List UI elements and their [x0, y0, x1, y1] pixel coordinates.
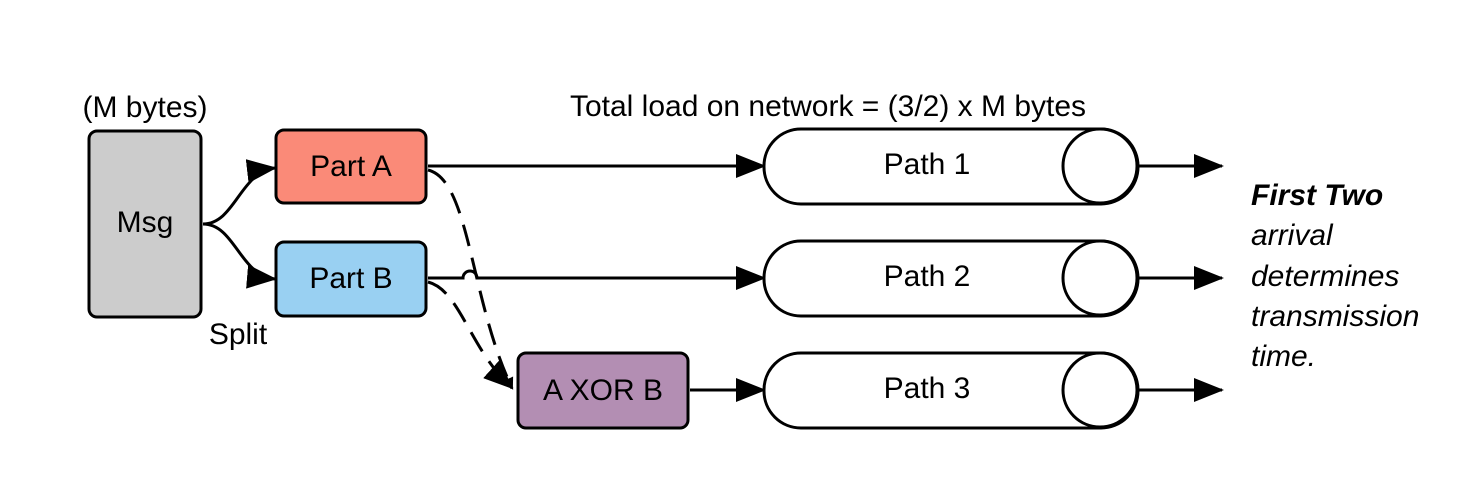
part-a-label: Part A [310, 150, 392, 183]
path-1-label: Path 1 [884, 148, 971, 181]
note-line-4: transmission [1251, 300, 1419, 333]
path-2-pipe-end [1061, 239, 1139, 317]
split-arrow-a [202, 159, 277, 226]
msg-node [87, 129, 203, 319]
split-label: Split [209, 318, 268, 351]
note-line-2: arrival [1251, 219, 1334, 252]
path-3-label: Path 3 [884, 372, 971, 405]
split-arrow-b [202, 222, 277, 289]
note-line-3: determines [1251, 260, 1399, 293]
dashed-arrow-b-to-xor [427, 280, 514, 390]
note-line-1: First Two [1251, 179, 1383, 212]
path-1-pipe-end [1061, 127, 1139, 205]
part-b-label: Part B [309, 262, 392, 295]
arrow-b-to-path2 [428, 266, 766, 290]
msg-size-label: (M bytes) [82, 91, 207, 124]
part-a-node [274, 128, 428, 205]
path-2-label: Path 2 [884, 260, 971, 293]
dashed-arrow-a-to-xor [427, 168, 514, 390]
total-load-label: Total load on network = (3/2) x M bytes [570, 90, 1086, 123]
note-line-5: time. [1251, 340, 1316, 373]
path-3-pipe-end [1061, 351, 1139, 429]
xor-node [516, 351, 690, 430]
path-3-pipe [762, 351, 1140, 430]
part-b-node [274, 240, 428, 318]
xor-label: A XOR B [543, 374, 663, 407]
msg-node-label: Msg [117, 206, 174, 239]
path-2-pipe [762, 239, 1140, 318]
